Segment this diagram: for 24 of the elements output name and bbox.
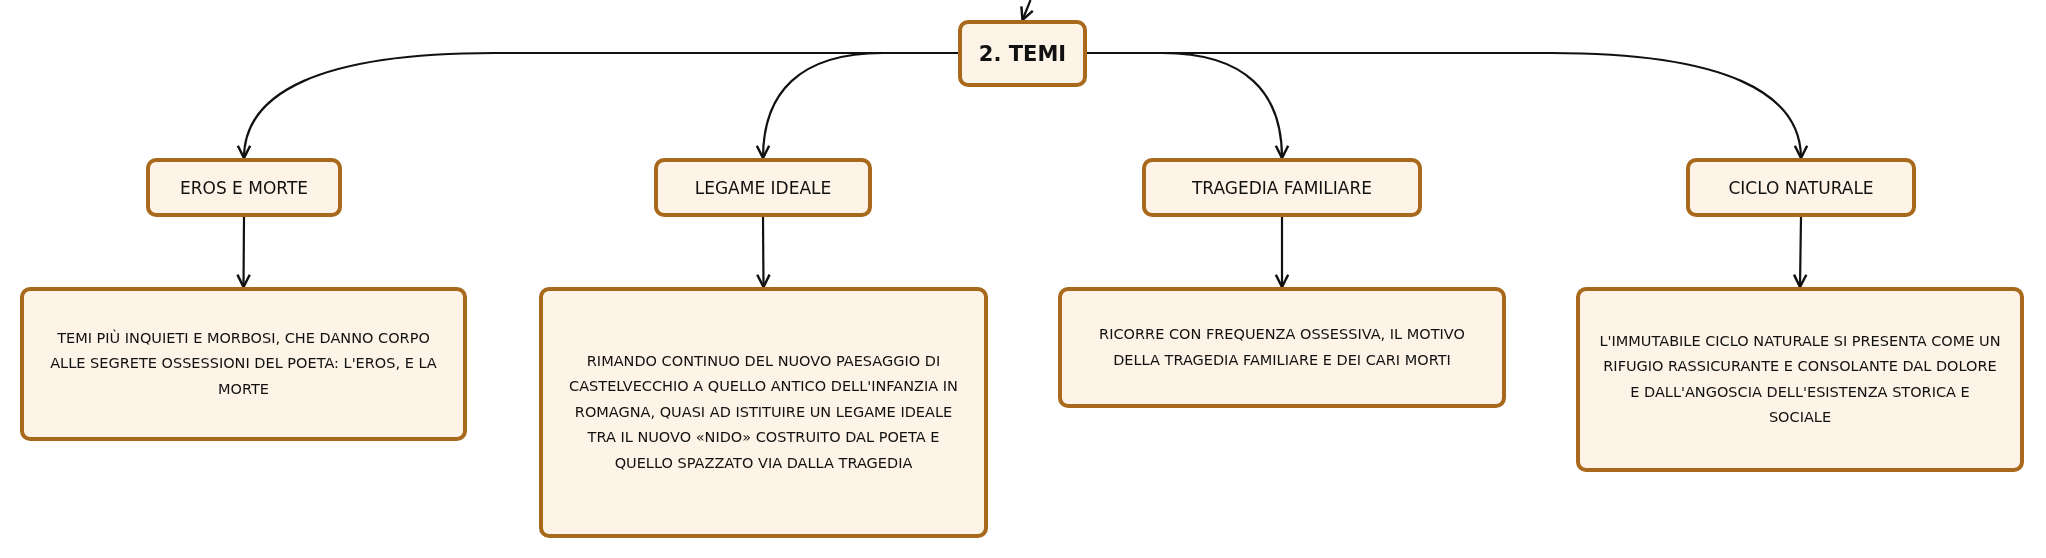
arrow	[756, 51, 958, 160]
arrow	[1792, 217, 1808, 289]
theme-box	[146, 158, 342, 217]
box-title: LEGAME IDEALE	[694, 177, 832, 198]
description-text: L'IMMUTABILE CICLO NATURALE SI PRESENTA COME UN RIFUGIO RASSICURANTE E CONSOLANTE DAL DOLORE E DALL'ANGOSCIA DELL'ESISTENZA STORICA E SOCIALE	[1598, 331, 2002, 427]
theme-box	[654, 158, 872, 217]
box-title: 2. TEMI	[978, 41, 1067, 66]
description-box	[1058, 287, 1506, 408]
arrow	[236, 217, 251, 289]
theme-box	[1686, 158, 1916, 217]
theme-box	[1142, 158, 1422, 217]
description-box	[20, 287, 467, 441]
box-title: EROS E MORTE	[180, 177, 308, 198]
description-box	[1576, 287, 2024, 472]
topic-box	[958, 20, 1087, 87]
description-text: TEMI PIÙ INQUIETI E MORBOSI, CHE DANNO CORPO ALLE SEGRETE OSSESSIONI DEL POETA: L'EROS, E LA MORTE	[49, 328, 438, 399]
box-title: TRAGEDIA FAMILIARE	[1191, 177, 1373, 198]
description-box	[539, 287, 988, 538]
description-text: RICORRE CON FREQUENZA OSSESSIVA, IL MOTIVO DELLA TRAGEDIA FAMILIARE E DEI CARI MORTI	[1098, 325, 1466, 370]
description-text: RIMANDO CONTINUO DEL NUOVO PAESAGGIO DI CASTELVECCHIO A QUELLO ANTICO DELL'INFANZIA IN ROMAGNA, QUASI AD ISTITUIRE UN LEGAME IDEALE TRA IL NUOVO «NIDO» COSTRUITO DAL POETA E QUELLO SPAZZATO VIA DALLA TRAGEDIA	[568, 352, 959, 473]
box-title: CICLO NATURALE	[1728, 177, 1874, 198]
arrow	[756, 217, 771, 289]
arrow	[1274, 217, 1290, 289]
arrow	[1020, 0, 1035, 22]
